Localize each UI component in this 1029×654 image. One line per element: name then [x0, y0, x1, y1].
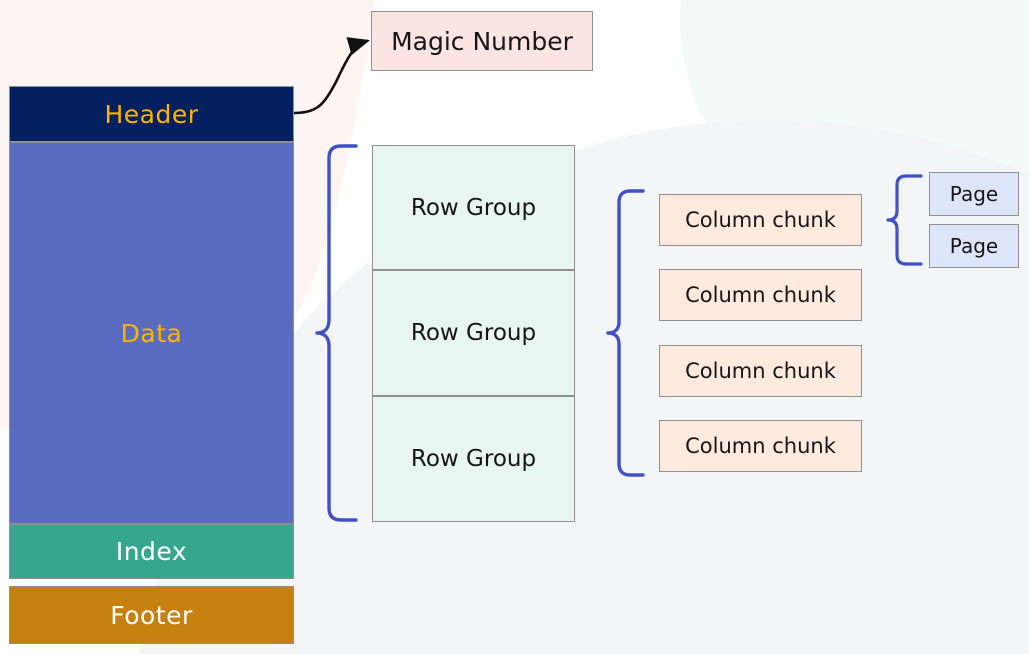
file-block-footer-label: Footer: [110, 600, 193, 630]
row-group-2-label: Row Group: [410, 320, 537, 346]
file-block-footer[interactable]: Footer: [9, 586, 294, 644]
column-chunk-2[interactable]: Column chunk: [659, 269, 862, 321]
magic-number-box[interactable]: Magic Number: [371, 11, 593, 71]
column-chunk-1-label: Column chunk: [685, 208, 836, 232]
file-block-header[interactable]: Header: [9, 86, 294, 142]
row-group-3[interactable]: Row Group: [372, 396, 575, 522]
column-chunk-2-label: Column chunk: [685, 283, 836, 307]
column-chunk-4[interactable]: Column chunk: [659, 420, 862, 472]
row-group-1[interactable]: Row Group: [372, 145, 575, 270]
file-block-data-label: Data: [120, 318, 183, 348]
page-2-label: Page: [949, 234, 999, 258]
row-group-1-label: Row Group: [410, 194, 537, 221]
column-chunk-4-label: Column chunk: [685, 434, 836, 458]
row-group-3-label: Row Group: [410, 446, 537, 472]
magic-number-label: Magic Number: [391, 26, 573, 56]
file-block-index[interactable]: Index: [9, 524, 294, 579]
column-chunk-3[interactable]: Column chunk: [659, 345, 862, 397]
row-group-2[interactable]: Row Group: [372, 270, 575, 396]
column-chunk-1[interactable]: Column chunk: [659, 194, 862, 246]
file-block-index-label: Index: [115, 537, 188, 566]
page-2[interactable]: Page: [929, 224, 1019, 268]
file-block-data[interactable]: Data: [9, 142, 294, 524]
column-chunk-3-label: Column chunk: [685, 359, 836, 383]
file-block-header-label: Header: [104, 99, 199, 129]
page-1-label: Page: [949, 182, 999, 206]
page-1[interactable]: Page: [929, 172, 1019, 216]
